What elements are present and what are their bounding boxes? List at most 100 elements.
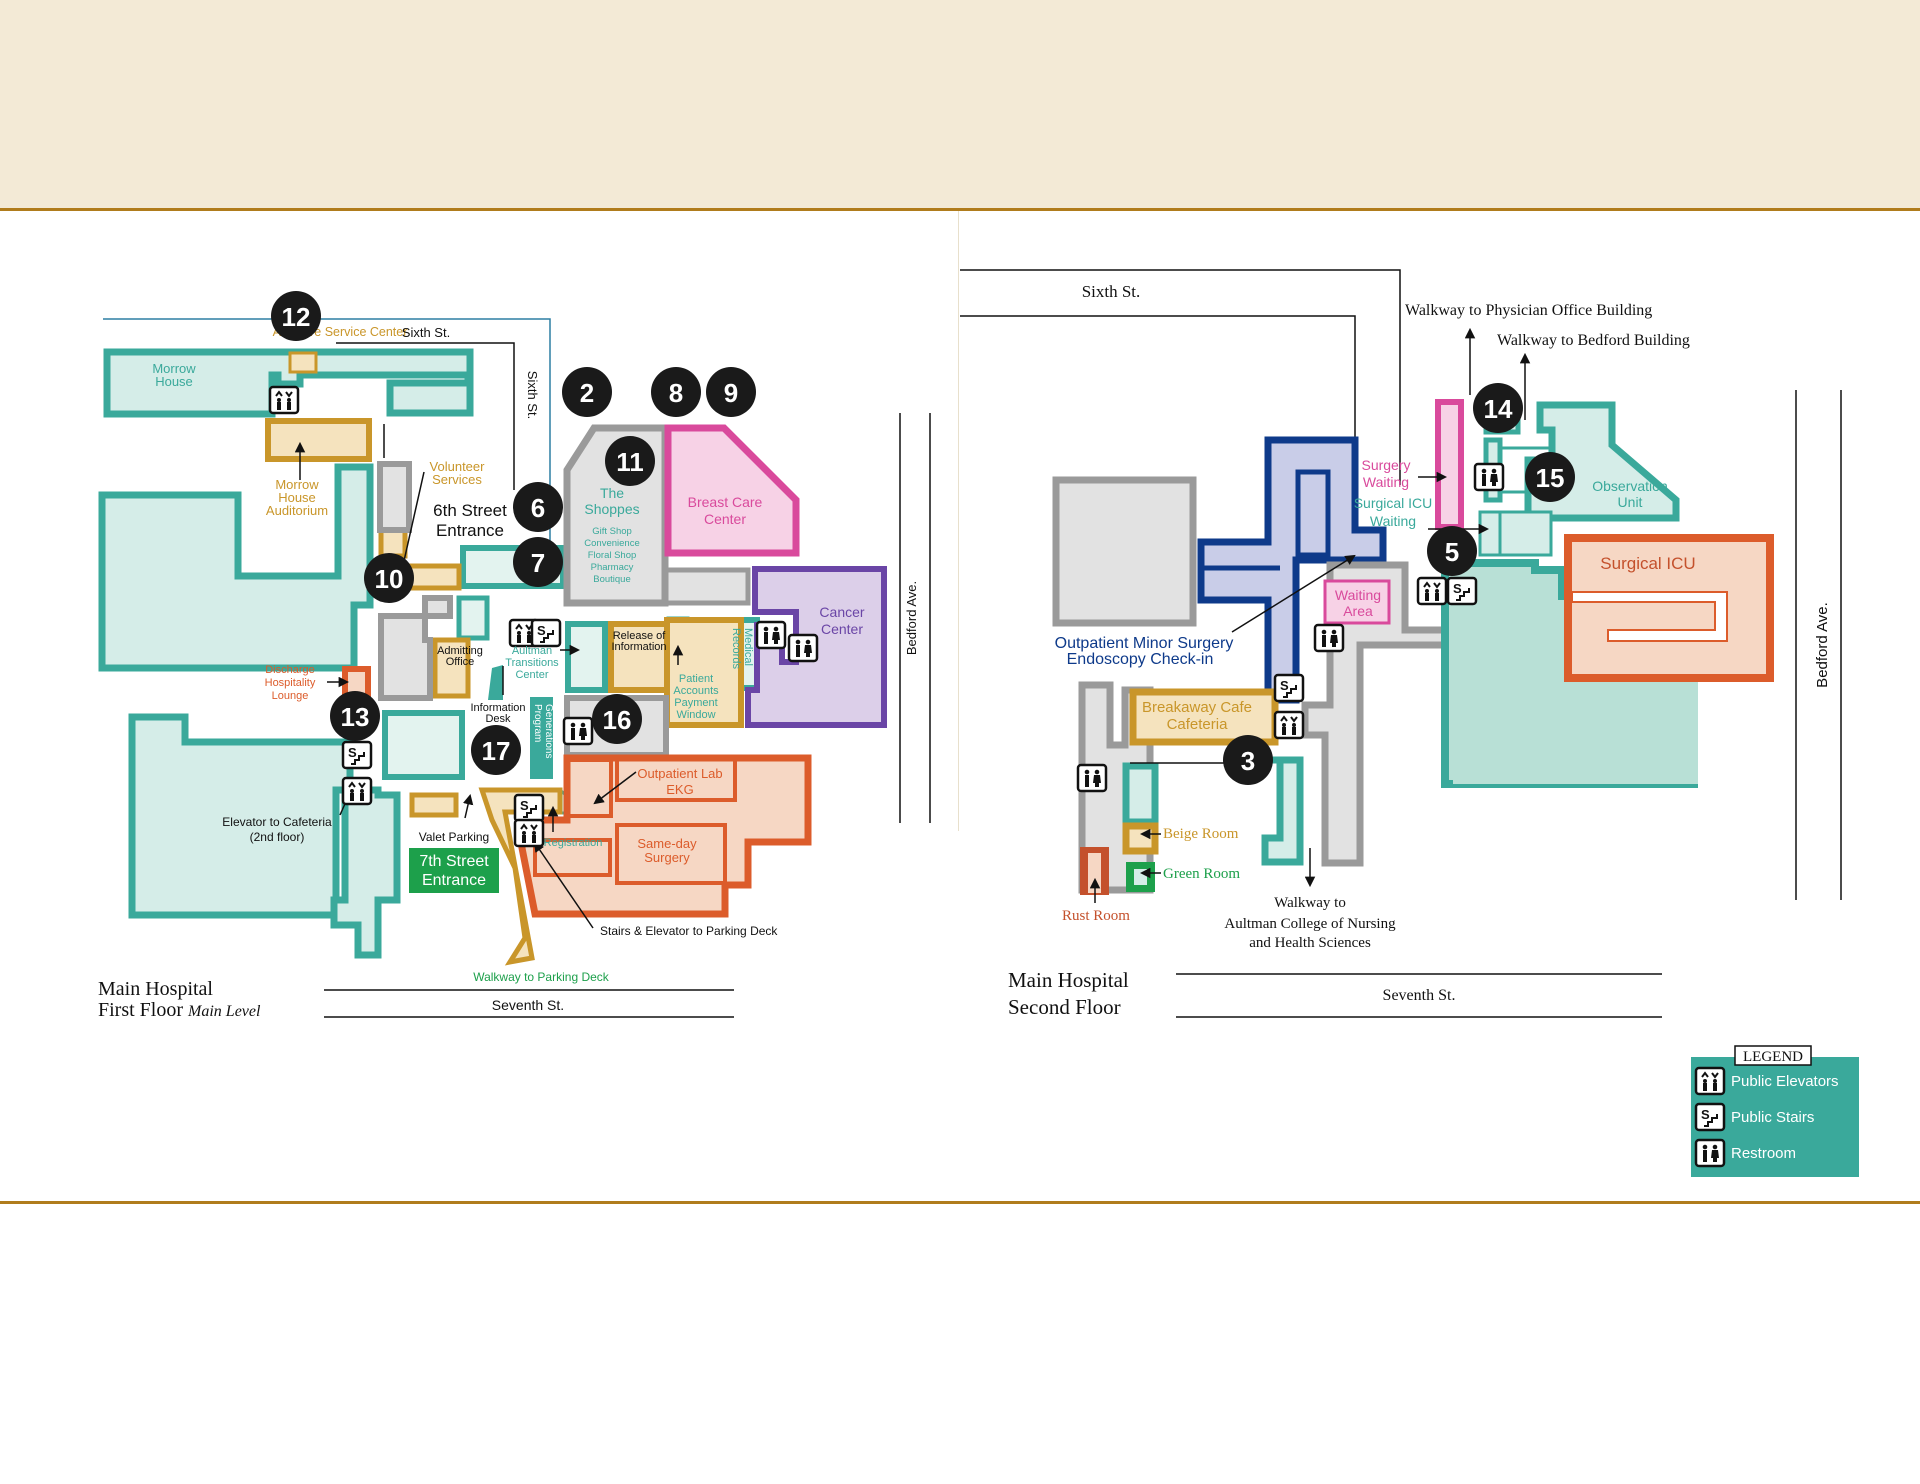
label-outpatient-lab: Outpatient Lab	[637, 766, 722, 781]
label-surgery-waiting: Waiting	[1363, 474, 1409, 490]
label-medical-records: Medical	[742, 628, 754, 666]
marker-9[interactable]: 9	[706, 367, 756, 417]
stairs-icon	[1446, 576, 1478, 606]
svg-text:17: 17	[482, 736, 511, 766]
label-breast-care: Breast Care	[688, 494, 763, 510]
surgery-waiting-corridor	[1435, 399, 1464, 530]
elevator-icon	[1694, 1066, 1726, 1096]
label-release-info: Information	[611, 641, 666, 653]
marker-11[interactable]: 11	[605, 436, 655, 486]
legend-item-elevators: Public Elevators	[1731, 1073, 1839, 1090]
label-observation: Observation	[1592, 478, 1667, 494]
header-banner	[0, 0, 1920, 211]
label-volunteer: Volunteer	[430, 459, 486, 474]
street-sixth-vertical: Sixth St.	[525, 371, 540, 419]
label-generations: Generations	[543, 704, 554, 758]
marker-10[interactable]: 10	[364, 553, 414, 603]
label-auditorium: House	[278, 490, 316, 505]
label-beige-room: Beige Room	[1163, 826, 1239, 842]
elevator-icon	[341, 776, 373, 806]
stairs-icon	[1273, 673, 1305, 703]
label-auditorium: Auditorium	[266, 503, 328, 518]
svg-text:16: 16	[603, 705, 632, 735]
label-green-room: Green Room	[1163, 866, 1240, 882]
label-valet: Valet Parking	[419, 830, 489, 844]
label-shop: Pharmacy	[591, 562, 634, 573]
label-morrow-house: House	[155, 374, 193, 389]
svg-text:8: 8	[669, 378, 683, 408]
label-surgical-icu: Surgical ICU	[1600, 554, 1695, 573]
marker-13[interactable]: 13	[330, 691, 380, 741]
street-sixth: Sixth St.	[402, 325, 450, 340]
svg-text:10: 10	[375, 564, 404, 594]
label-patient-accounts: Window	[676, 709, 715, 721]
marker-6[interactable]: 6	[513, 482, 563, 532]
label-transitions: Aultman	[512, 645, 552, 657]
restroom-icon	[1694, 1138, 1726, 1168]
restroom-icon	[755, 620, 787, 650]
outpatient-minor-surgery	[1197, 436, 1387, 704]
label-surgery-waiting: Surgery	[1361, 457, 1410, 473]
label-info-desk: Desk	[485, 713, 511, 725]
elevator-icon	[1273, 710, 1305, 740]
label-patient-accounts: Patient	[679, 673, 713, 685]
svg-text:6: 6	[531, 493, 545, 523]
second-floor-title: Second Floor	[1008, 995, 1121, 1019]
svg-text:13: 13	[341, 702, 370, 732]
marker-16[interactable]: 16	[592, 694, 642, 744]
stairs-icon	[513, 793, 545, 823]
stairs-icon	[530, 618, 562, 648]
label-info-desk: Information	[470, 702, 525, 714]
label-discharge-lounge: Hospitality	[265, 677, 316, 689]
label-walk-college: and Health Sciences	[1249, 935, 1371, 951]
legend-item-stairs: Public Stairs	[1731, 1109, 1814, 1126]
label-seventh-entrance: 7th Street	[419, 853, 489, 870]
bottom-rule	[0, 1201, 1920, 1204]
street-bedford: Bedford Ave.	[904, 581, 919, 655]
label-same-day-surgery: Surgery	[644, 850, 690, 865]
label-patient-accounts: Accounts	[673, 685, 719, 697]
label-outpatient-surgery: Outpatient Minor Surgery	[1055, 635, 1234, 652]
morrow-house-auditorium	[265, 418, 372, 462]
first-floor-title: Main Hospital	[98, 978, 213, 1000]
marker-7[interactable]: 7	[513, 537, 563, 587]
marker-14[interactable]: 14	[1473, 383, 1523, 433]
label-shop: Gift Shop	[592, 526, 632, 537]
second-floor-map: Sixth St. Walkway to Physician Office Bu…	[960, 269, 1842, 1019]
marker-8[interactable]: 8	[651, 367, 701, 417]
marker-2[interactable]: 2	[562, 367, 612, 417]
first-floor-title: First Floor Main Level	[98, 999, 261, 1021]
second-floor-title: Main Hospital	[1008, 968, 1129, 992]
label-shop: Boutique	[593, 574, 631, 585]
marker-3[interactable]: 3	[1223, 735, 1273, 785]
label-rust-room: Rust Room	[1062, 908, 1130, 924]
label-transitions: Transitions	[505, 657, 559, 669]
surgical-icu	[1564, 534, 1774, 682]
label-sicu-waiting: Surgical ICU	[1354, 495, 1433, 511]
label-transitions: Center	[515, 669, 548, 681]
marker-15[interactable]: 15	[1525, 452, 1575, 502]
legend-title: LEGEND	[1743, 1049, 1803, 1065]
legend-item-restroom: Restroom	[1731, 1145, 1796, 1162]
west-wing	[98, 463, 374, 672]
marker-12[interactable]: 12	[271, 291, 321, 341]
svg-text:14: 14	[1484, 394, 1513, 424]
label-walk-college: Walkway to	[1274, 895, 1346, 911]
label-waiting-area: Area	[1343, 603, 1373, 619]
seventh-street-entrance	[409, 848, 499, 893]
label-elevator-cafeteria: Elevator to Cafeteria	[222, 815, 332, 829]
label-auditorium: Morrow	[275, 477, 319, 492]
street-bedford-2: Bedford Ave.	[1814, 602, 1831, 688]
restroom-icon	[1076, 763, 1108, 793]
svg-text:12: 12	[282, 302, 311, 332]
elevator-icon	[1416, 576, 1448, 606]
marker-5[interactable]: 5	[1427, 526, 1477, 576]
floor-divider	[958, 211, 959, 831]
admitting-office	[432, 637, 471, 699]
beige-room	[1122, 822, 1159, 855]
generations-program	[530, 697, 553, 779]
label-outpatient-surgery: Endoscopy Check-in	[1067, 651, 1214, 668]
label-walkway-parking: Walkway to Parking Deck	[473, 970, 610, 984]
marker-17[interactable]: 17	[471, 725, 521, 775]
label-cafeteria: Cafeteria	[1167, 716, 1229, 733]
